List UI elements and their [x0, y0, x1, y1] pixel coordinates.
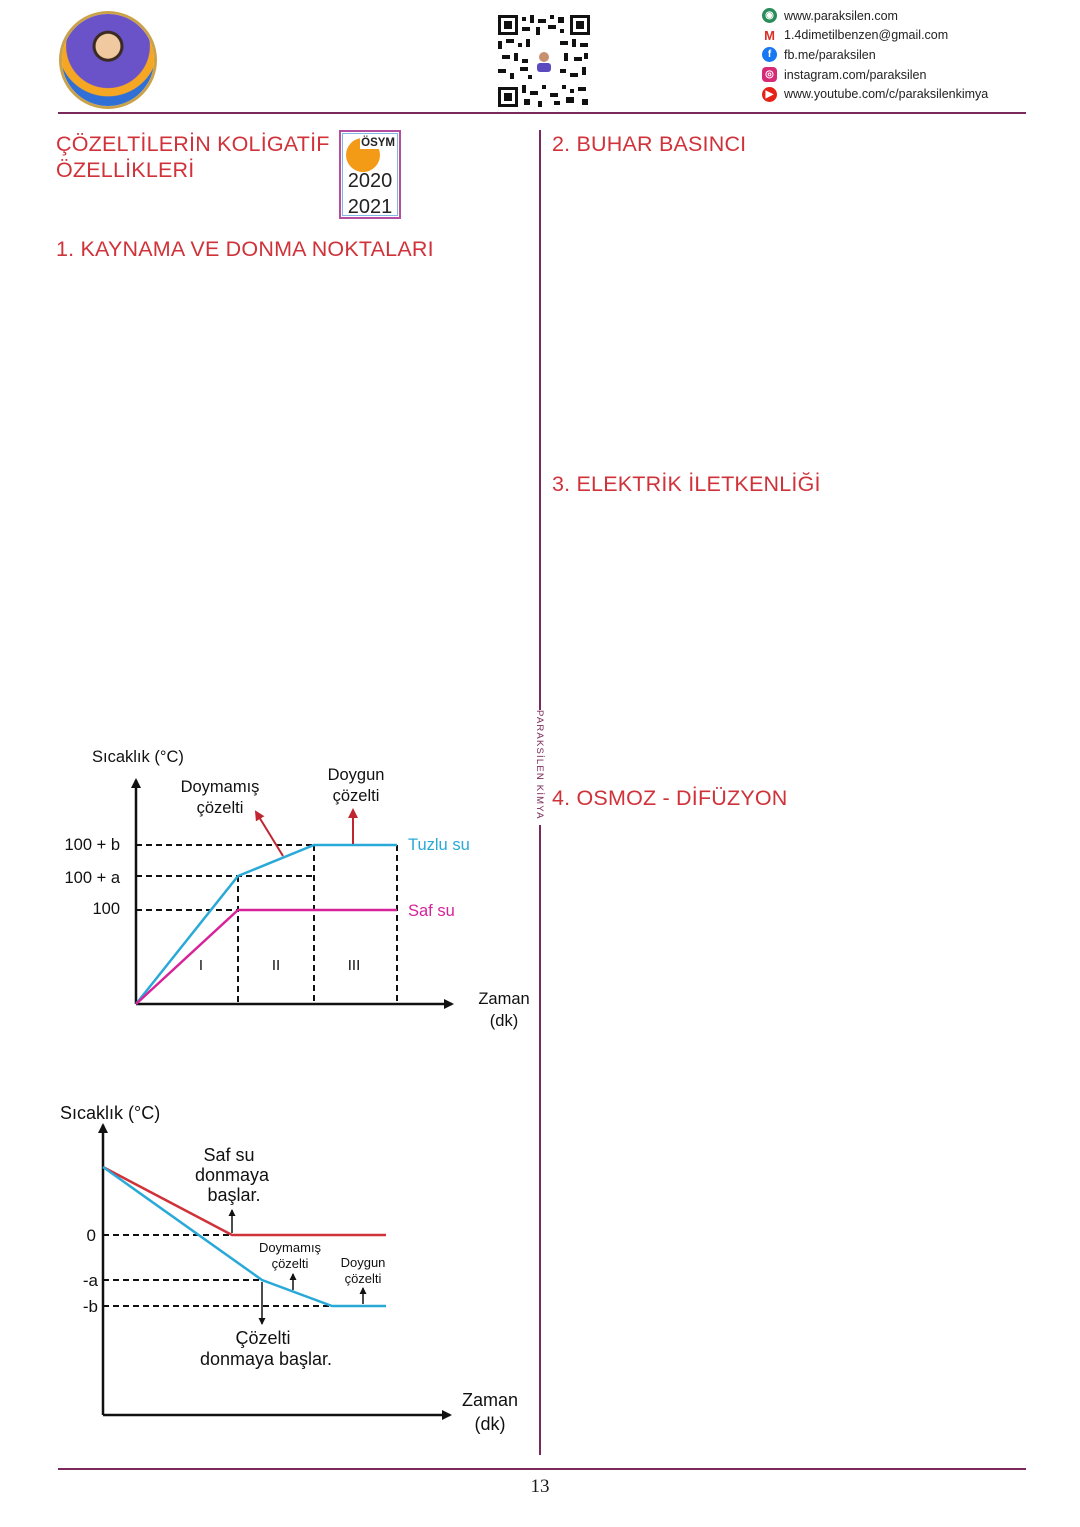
main-title-line1: ÇÖZELTİLERİN KOLİGATİF	[56, 132, 330, 156]
chart2-ylabel: Sıcaklık (°C)	[60, 1103, 160, 1123]
side-brand-label: PARAKSİLEN KİMYA	[532, 710, 548, 825]
qr-code	[498, 15, 590, 107]
contact-email[interactable]: M 1.4dimetilbenzen@gmail.com	[762, 26, 1062, 46]
chart2-annot-unsat-1: Doymamış	[259, 1240, 322, 1255]
chart2-ytick-a: -a	[83, 1271, 99, 1290]
globe-icon: ◉	[762, 8, 777, 24]
chart1-xlabel: Zaman	[478, 990, 529, 1008]
chart1-xlabel-unit: (dk)	[490, 1012, 518, 1030]
chart1-arrow-unsat	[254, 810, 284, 857]
page-number: 13	[530, 1476, 550, 1497]
contact-youtube-text: www.youtube.com/c/paraksilenkimya	[784, 87, 989, 102]
chart1-series-label-saf-su: Saf su	[408, 902, 455, 920]
chart1-region-3: III	[348, 957, 361, 974]
chart2-annot-pure-2: donmaya	[195, 1165, 270, 1185]
author-avatar	[62, 14, 154, 106]
main-title: ÇÖZELTİLERİN KOLİGATİF ÖZELLİKLERİ	[56, 131, 330, 183]
header-divider	[58, 112, 1026, 114]
contact-instagram-text: instagram.com/paraksilen	[784, 67, 927, 82]
chart1-series-label-tuzlu-su: Tuzlu su	[408, 836, 470, 854]
instagram-icon: ◎	[762, 67, 777, 83]
chart1-region-1: I	[199, 957, 203, 974]
chart2-annot-sat-1: Doygun	[341, 1255, 386, 1270]
chart2-ytick-b: -b	[83, 1297, 98, 1316]
chart2-annot-sol-1: Çözelti	[235, 1328, 290, 1348]
chart2-series-pure-water	[102, 1165, 386, 1237]
chart2-xlabel-unit: (dk)	[475, 1414, 506, 1434]
chart1-region-2: II	[272, 957, 280, 974]
chart1-series-tuzlu-su	[135, 843, 397, 1005]
section-2-title: 2. BUHAR BASINCI	[552, 132, 747, 156]
main-title-line2: ÖZELLİKLERİ	[56, 158, 195, 182]
contact-list: ◉ www.paraksilen.com M 1.4dimetilbenzen@…	[762, 6, 1062, 104]
contact-facebook-text: fb.me/paraksilen	[784, 47, 876, 62]
chart2-annot-unsat-2: çözelti	[272, 1256, 309, 1271]
contact-facebook[interactable]: f fb.me/paraksilen	[762, 45, 1062, 65]
osym-badge: ÖSYM 2020 2021	[339, 130, 401, 219]
chart2-series-solution	[102, 1165, 386, 1308]
facebook-icon: f	[762, 47, 777, 63]
chart1-annot-unsat-1: Doymamış	[181, 778, 260, 796]
freezing-point-chart: Sıcaklık (°C) Zaman (dk) 0 -a -b Saf su …	[60, 1103, 518, 1434]
chart2-guides	[103, 1234, 332, 1307]
footer-divider	[58, 1468, 1026, 1470]
chart2-annot-pure-3: başlar.	[207, 1185, 260, 1205]
contact-website-text: www.paraksilen.com	[784, 8, 898, 23]
osym-logo-text: ÖSYM	[360, 137, 396, 149]
chart1-ytick-100: 100	[92, 900, 120, 918]
chart1-annot-sat-1: Doygun	[328, 766, 385, 784]
chart2-annot-pure-1: Saf su	[203, 1145, 254, 1165]
gmail-icon: M	[762, 27, 777, 43]
chart1-annot-sat-2: çözelti	[333, 787, 380, 805]
chart2-annot-sat-2: çözelti	[345, 1271, 382, 1286]
chart1-annot-unsat-2: çözelti	[197, 799, 244, 817]
chart1-series-saf-su	[135, 908, 397, 1005]
osym-year-1: 2020	[347, 170, 393, 192]
section-3-title: 3. ELEKTRİK İLETKENLİĞİ	[552, 472, 821, 496]
chart1-ytick-b: 100 + b	[64, 836, 120, 854]
contact-youtube[interactable]: ▶ www.youtube.com/c/paraksilenkimya	[762, 84, 1062, 104]
section-4-title: 4. OSMOZ - DİFÜZYON	[552, 786, 788, 810]
boiling-point-chart: Sıcaklık (°C) Zaman (dk) 100 + b 100 + a…	[64, 748, 529, 1030]
contact-website[interactable]: ◉ www.paraksilen.com	[762, 6, 1062, 26]
contact-email-text: 1.4dimetilbenzen@gmail.com	[784, 28, 949, 43]
chart2-annot-sol-2: donmaya başlar.	[200, 1349, 332, 1369]
contact-instagram[interactable]: ◎ instagram.com/paraksilen	[762, 65, 1062, 85]
chart2-xlabel: Zaman	[462, 1390, 518, 1410]
chart2-ytick-0: 0	[87, 1226, 96, 1245]
chart1-guides	[136, 844, 398, 1004]
chart1-ytick-a: 100 + a	[64, 869, 120, 887]
section-1-title: 1. KAYNAMA VE DONMA NOKTALARI	[56, 237, 434, 261]
osym-year-2: 2021	[347, 196, 393, 218]
youtube-icon: ▶	[762, 86, 777, 102]
chart1-ylabel: Sıcaklık (°C)	[92, 748, 184, 766]
